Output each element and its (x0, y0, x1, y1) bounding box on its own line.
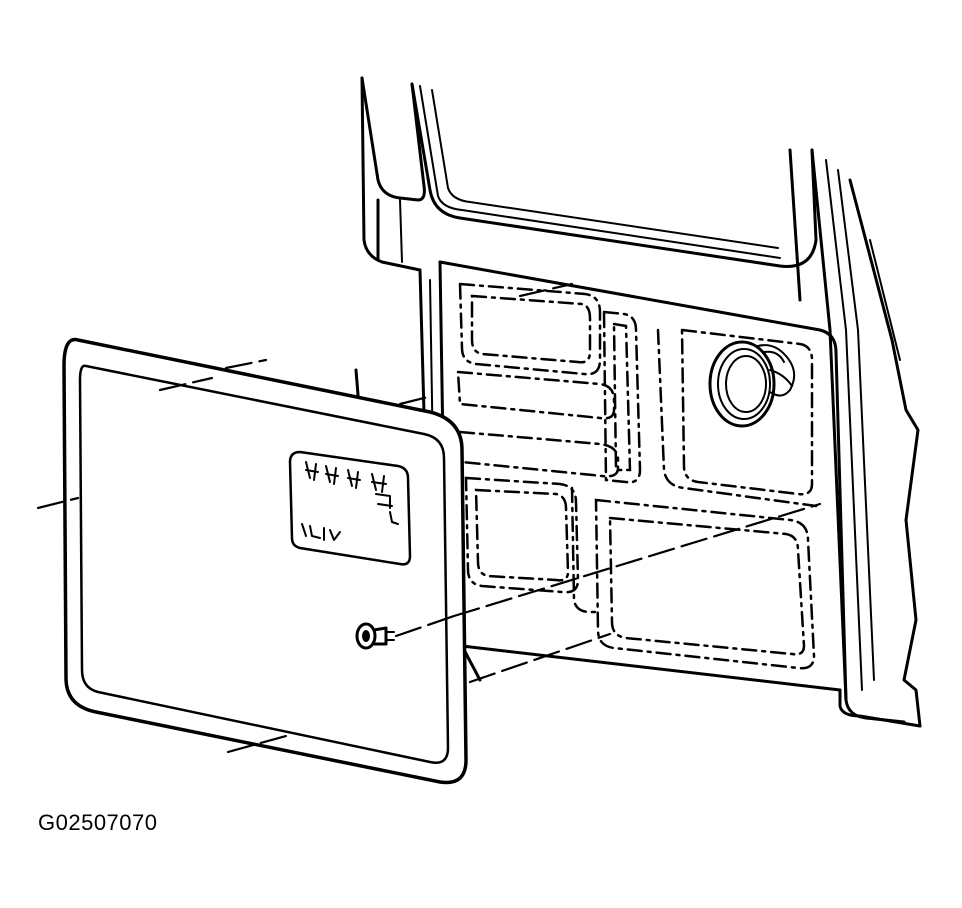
figure-id-label: G02507070 (38, 810, 158, 835)
speaker-icon (708, 340, 796, 428)
warning-label (288, 450, 412, 566)
alignment-leader-lines (36, 282, 822, 754)
trim-panel (62, 337, 468, 785)
fastener-screw-icon (355, 622, 395, 650)
